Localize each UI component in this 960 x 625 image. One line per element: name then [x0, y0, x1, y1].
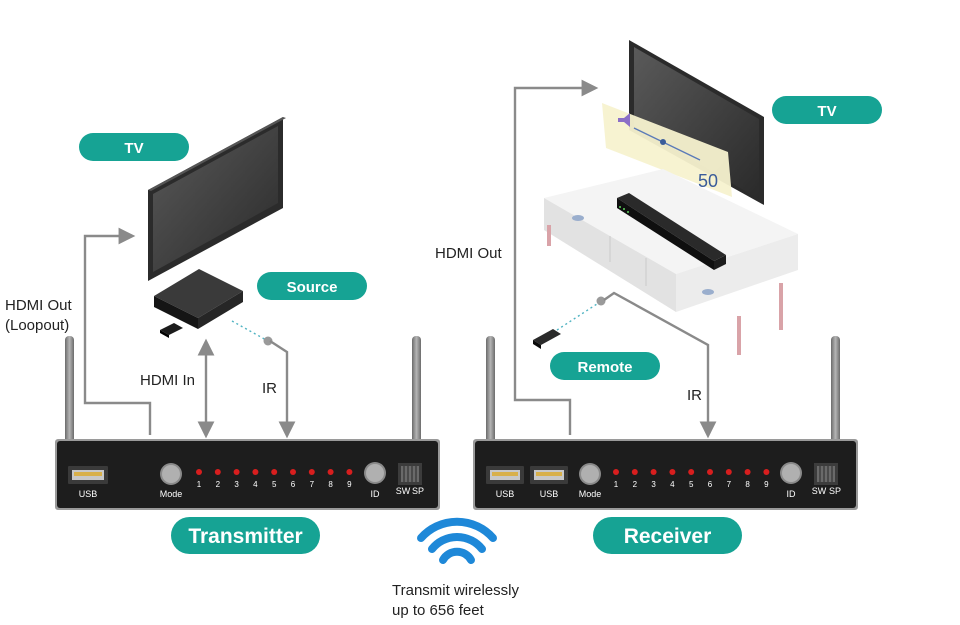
right-tv-label: TV	[817, 103, 836, 120]
right-ir-sensor	[596, 296, 606, 306]
remote-control	[533, 329, 561, 349]
wireless-line-1: Transmit wirelessly	[392, 582, 519, 599]
remote-pill: Remote	[550, 352, 660, 380]
right-led-label-2: 2	[633, 480, 638, 489]
transmitter-led-row: 1 2 3 4 5 6 7 8 9	[196, 469, 353, 489]
left-led-label-6: 6	[291, 480, 296, 489]
right-led-2	[631, 469, 638, 475]
right-led-3	[650, 469, 657, 475]
right-hdmi-out-line	[513, 79, 599, 435]
left-led-5	[271, 469, 278, 475]
transmitter-mode-label: Mode	[160, 489, 183, 499]
right-led-7	[725, 469, 732, 475]
left-led-label-8: 8	[328, 480, 333, 489]
right-led-6	[707, 469, 713, 475]
left-tv	[148, 117, 286, 281]
volume-overlay: 50	[602, 103, 732, 197]
left-ir-sensor	[263, 336, 273, 346]
left-led-1	[196, 469, 202, 475]
remote-label: Remote	[577, 359, 632, 376]
left-led-label-9: 9	[347, 480, 352, 489]
left-tv-pill: TV	[79, 133, 189, 161]
left-hdmi-out-line	[83, 227, 152, 435]
transmitter-usb-label: USB	[79, 489, 98, 499]
right-led-label-5: 5	[689, 480, 694, 489]
speaker-icon	[618, 113, 630, 127]
right-ir-label: IR	[687, 387, 702, 404]
receiver-device: USB USB Mode 1 2 3 4 5 6 7 8 9 ID SW SP	[473, 439, 858, 510]
left-led-label-1: 1	[197, 480, 202, 489]
transmitter-antenna-right	[412, 336, 421, 444]
receiver-usb-label-1: USB	[496, 489, 515, 499]
right-tv-pill: TV	[772, 96, 882, 124]
left-led-3	[233, 469, 240, 475]
right-led-4	[669, 469, 676, 475]
left-led-7	[308, 469, 315, 475]
right-led-1	[613, 469, 619, 475]
transmitter-sw-label: SW	[396, 486, 411, 496]
right-ir-beam	[556, 301, 601, 331]
left-hdmi-out-label-1: HDMI Out	[5, 297, 73, 314]
wireless-line-2: up to 656 feet	[392, 602, 485, 619]
right-led-label-1: 1	[614, 480, 619, 489]
right-led-label-8: 8	[745, 480, 750, 489]
transmitter-label: Transmitter	[188, 525, 302, 548]
right-led-8	[744, 469, 751, 475]
transmitter-antenna-left	[65, 336, 74, 444]
receiver-antenna-right	[831, 336, 840, 444]
left-hdmi-in-label: HDMI In	[140, 372, 195, 389]
receiver-label: Receiver	[624, 525, 712, 548]
receiver-led-row: 1 2 3 4 5 6 7 8 9	[613, 469, 770, 489]
wifi-icon	[417, 517, 497, 564]
transmitter-pill: Transmitter	[171, 517, 320, 554]
right-led-label-4: 4	[670, 480, 675, 489]
receiver-id-label: ID	[787, 489, 797, 499]
right-led-label-7: 7	[727, 480, 732, 489]
right-led-label-6: 6	[708, 480, 713, 489]
left-led-label-7: 7	[310, 480, 315, 489]
right-ir-line	[603, 291, 717, 439]
soundbar	[617, 193, 726, 270]
volume-value: 50	[698, 171, 718, 191]
right-led-9	[763, 469, 770, 475]
left-led-2	[214, 469, 221, 475]
right-hdmi-out-label: HDMI Out	[435, 245, 503, 262]
left-led-4	[252, 469, 259, 475]
transmitter-device: USB Mode 1 2 3 4 5 6 7 8 9 ID SW SP	[55, 439, 440, 510]
source-box	[154, 269, 243, 338]
left-led-9	[346, 469, 353, 475]
receiver-sp-label: SP	[829, 486, 841, 496]
left-led-label-4: 4	[253, 480, 258, 489]
left-hdmi-out-label-2: (Loopout)	[5, 317, 69, 334]
receiver-antenna-left	[486, 336, 495, 444]
left-led-label-3: 3	[234, 480, 239, 489]
right-led-label-9: 9	[764, 480, 769, 489]
left-ir-line	[269, 339, 296, 439]
left-led-label-5: 5	[272, 480, 277, 489]
left-tv-label: TV	[124, 140, 143, 157]
receiver-sw-label: SW	[812, 486, 827, 496]
left-led-8	[327, 469, 334, 475]
source-pill: Source	[257, 272, 367, 300]
receiver-usb-label-2: USB	[540, 489, 559, 499]
left-led-6	[290, 469, 296, 475]
left-led-label-2: 2	[216, 480, 221, 489]
receiver-mode-label: Mode	[579, 489, 602, 499]
right-led-5	[688, 469, 695, 475]
source-label: Source	[287, 279, 338, 296]
right-led-label-3: 3	[651, 480, 656, 489]
left-ir-label: IR	[262, 380, 277, 397]
transmitter-id-label: ID	[371, 489, 381, 499]
left-ir-beam	[231, 320, 269, 342]
transmitter-sp-label: SP	[412, 486, 424, 496]
receiver-pill: Receiver	[593, 517, 742, 554]
